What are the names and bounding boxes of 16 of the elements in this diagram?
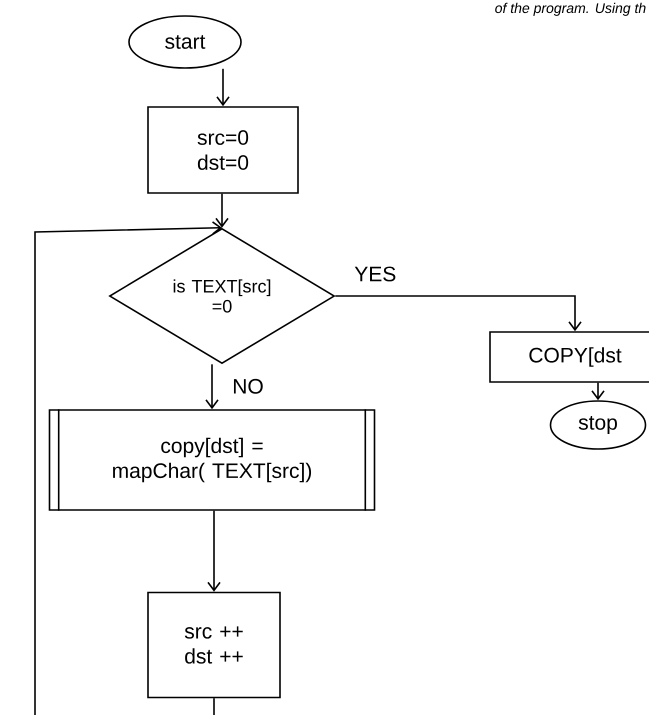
predefined-process-box: copy[dst] = mapChar( TEXT[src]) [48,409,376,511]
edge-label: YES [354,266,396,282]
arrow [215,194,229,228]
edge-label: NO [234,378,263,394]
process-box: src ++ dst ++ [147,592,281,698]
arrow [591,382,605,400]
arrow [207,510,221,592]
terminal-oval: start [128,15,242,69]
arrow [34,221,222,715]
process-box: COPY[dst [489,331,649,383]
caption-text: of the program. Using th [495,2,646,16]
terminal-oval: stop [550,400,646,450]
process-box: src=0 dst=0 [147,106,299,194]
arrow [335,295,582,332]
arrow [216,68,230,106]
arrow [205,364,219,410]
